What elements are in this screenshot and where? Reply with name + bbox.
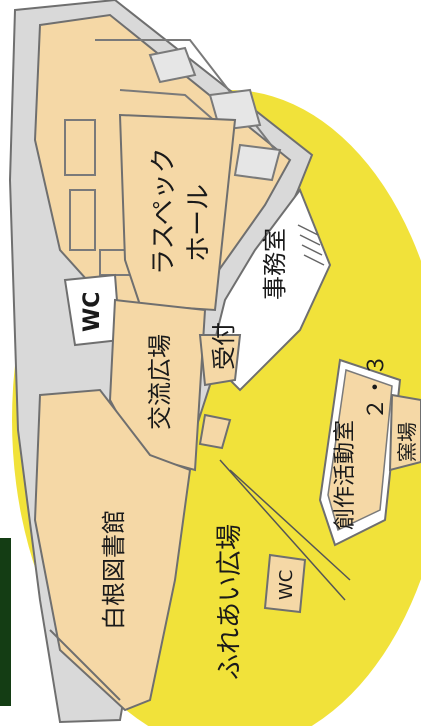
- reception-small-block: [198, 413, 232, 450]
- plaza-wc-room: [263, 553, 307, 614]
- plaza-paths: [219, 459, 351, 601]
- reception-counter: [198, 334, 242, 387]
- kiln-room: [388, 393, 421, 472]
- raspec-hall-label-line1: ラスペック: [149, 147, 179, 275]
- studio-label-line1: 創作活動室: [333, 420, 358, 530]
- library-edge-detail: [49, 629, 121, 701]
- plaza-wc-label: WC: [276, 570, 297, 600]
- studio-inner: [327, 368, 393, 532]
- studio-label-line2: ２・３: [364, 354, 389, 420]
- library-room: [33, 388, 192, 712]
- kiln-label: 窯場: [395, 422, 419, 462]
- raspec-hall-label-line2: ホール: [184, 184, 214, 262]
- wc-label: WC: [80, 292, 105, 332]
- office-label: 事務室: [261, 228, 289, 300]
- sidebar-strip: [0, 538, 11, 706]
- exchange-plaza-label: 交流広場: [146, 334, 174, 430]
- reception-label: 受付: [210, 322, 238, 370]
- fureai-plaza-label: ふれあい広場: [215, 524, 245, 680]
- office-stair-lines: [297, 224, 325, 266]
- library-label: 白根図書館: [100, 510, 128, 630]
